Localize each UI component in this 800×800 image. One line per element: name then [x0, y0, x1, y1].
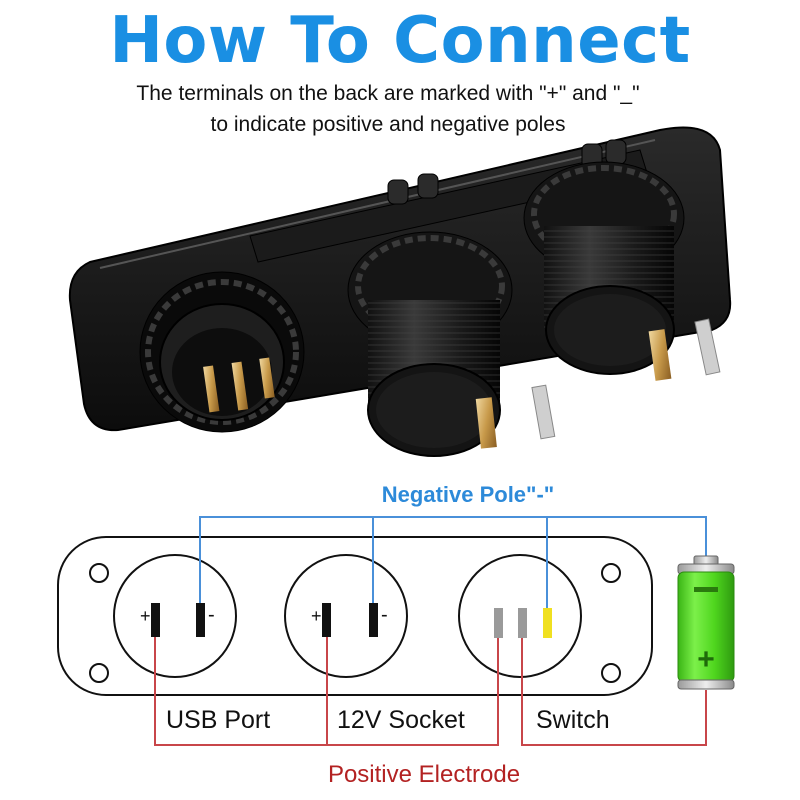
switch-pin-gray: [494, 608, 503, 638]
socket-negative-terminal: [369, 603, 378, 637]
subtitle-line-2: to indicate positive and negative poles: [210, 113, 566, 136]
12v-socket-label: 12V Socket: [337, 706, 465, 734]
wiring-diagram: Negative Pole"-" + - + - USB Port 12V: [57, 482, 735, 788]
usb-port-outline: [113, 554, 237, 678]
12v-socket-outline: [284, 554, 408, 678]
negative-pole-label: Negative Pole"-": [382, 482, 554, 507]
negative-wire: [199, 516, 707, 612]
switch-pin-yellow: [543, 608, 552, 638]
switch-back-housing: [139, 271, 305, 433]
socket-positive-terminal: [322, 603, 331, 637]
usb-back-housing: [347, 231, 556, 457]
battery-plus-sign: +: [697, 643, 715, 676]
usb-plus-sign: +: [140, 606, 151, 626]
subtitle-line-1: The terminals on the back are marked wit…: [136, 82, 640, 105]
positive-electrode-label: Positive Electrode: [328, 761, 520, 788]
battery-icon: +: [677, 555, 735, 690]
mounting-hole: [601, 563, 621, 583]
product-photo: [68, 126, 732, 457]
page-title: How To Connect: [109, 4, 691, 78]
positive-wire: [154, 636, 707, 746]
usb-negative-terminal: [196, 603, 205, 637]
mounting-hole: [601, 663, 621, 683]
socket-minus-sign: -: [381, 604, 388, 626]
switch-label: Switch: [536, 706, 610, 734]
usb-minus-sign: -: [208, 604, 215, 626]
socket-back-housing: [523, 161, 721, 381]
usb-positive-terminal: [151, 603, 160, 637]
switch-pin-gray: [518, 608, 527, 638]
socket-plus-sign: +: [311, 606, 322, 626]
usb-port-label: USB Port: [166, 706, 270, 734]
mounting-hole: [89, 663, 109, 683]
mounting-clip-left: [387, 173, 439, 205]
mounting-hole: [89, 563, 109, 583]
